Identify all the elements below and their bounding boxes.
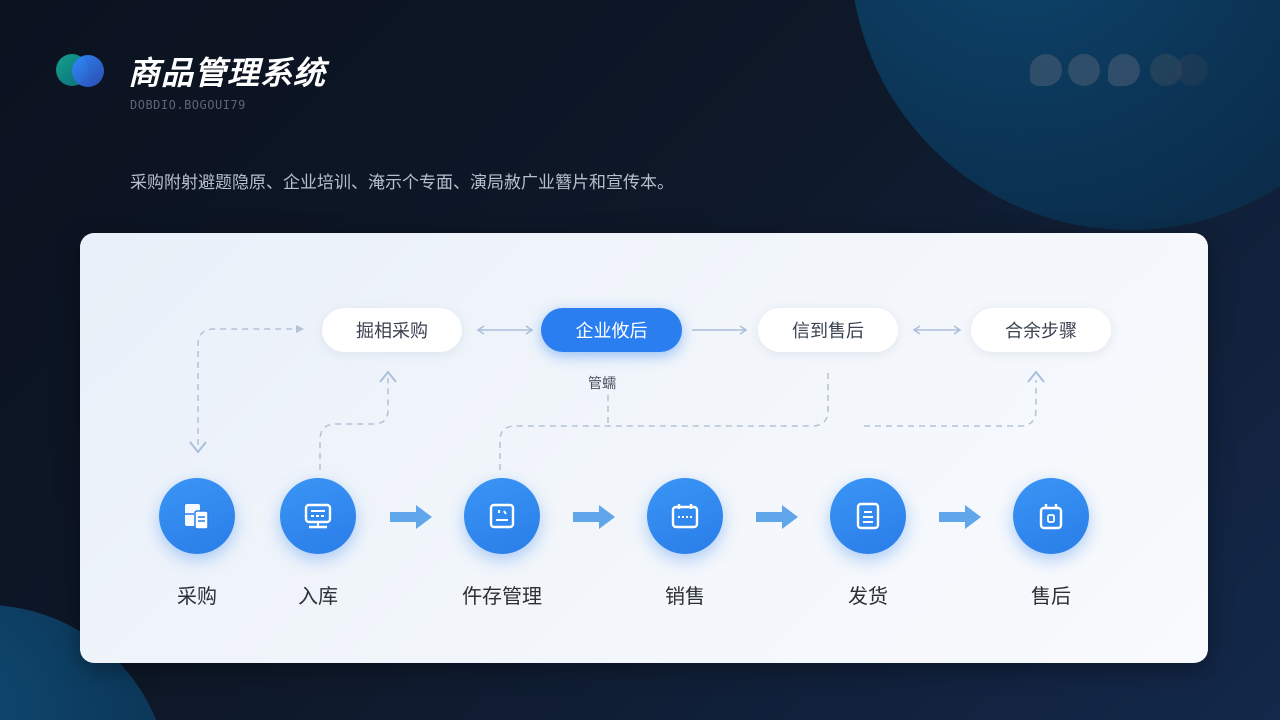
step-label: 入库 [298,584,338,608]
step-node-purchase[interactable] [159,478,235,554]
document-list-icon [856,502,880,530]
annotation-label: 管蠕 [588,376,616,392]
decorative-dot [1176,54,1208,86]
arrow-right-icon [390,505,432,529]
decorative-circle-top-right [850,0,1280,230]
decorative-dot [1108,54,1140,86]
decorative-dots [1030,52,1230,88]
step-node-after-sales[interactable] [1013,478,1089,554]
arrow-right-icon [573,505,615,529]
documents-icon [185,504,209,530]
step-label: 采购 [177,584,217,608]
arrow-right-icon [756,505,798,529]
pill-step-3[interactable]: 信到售后 [758,308,898,352]
step-node-shipping[interactable] [830,478,906,554]
step-label: 仵存管理 [462,584,542,608]
logo-circle-blue [72,55,104,87]
step-label: 售后 [1031,584,1071,608]
decorative-dot [1030,54,1062,86]
pill-label: 企业攸后 [575,321,648,342]
calendar-icon [671,504,699,529]
trash-bin-icon [1039,504,1063,530]
decorative-dot [1068,54,1100,86]
pill-step-1[interactable]: 掘相采购 [322,308,462,352]
step-node-sales[interactable] [647,478,723,554]
pill-label: 合余步骤 [1005,321,1077,342]
pill-label: 信到售后 [792,321,864,342]
pill-label: 掘相采购 [356,321,428,342]
page-title: 商品管理系统 [128,54,327,92]
page-description: 采购附射避题隐原、企业培训、淹示个专面、演局赦广业簪片和宣传本。 [130,173,674,193]
logo [56,54,106,88]
step-label: 发货 [848,584,888,608]
pill-step-4[interactable]: 合余步骤 [971,308,1111,352]
inventory-box-icon [489,503,515,529]
arrow-right-icon [939,505,981,529]
step-label: 销售 [665,584,705,608]
step-node-inventory[interactable] [464,478,540,554]
pill-step-2-active[interactable]: 企业攸后 [541,308,682,352]
step-node-warehousing[interactable] [280,478,356,554]
decorative-dot [1150,54,1182,86]
monitor-icon [304,503,332,529]
page-subtitle: DOBDIO.BOGOUI79 [130,98,246,112]
